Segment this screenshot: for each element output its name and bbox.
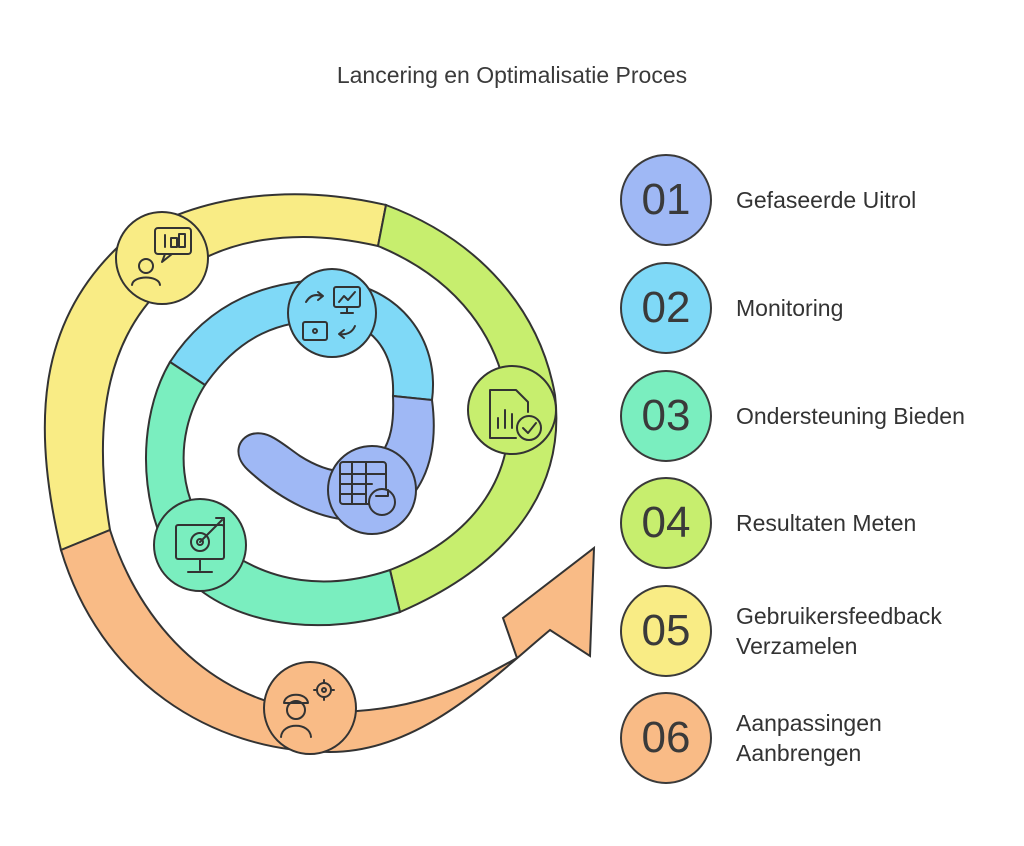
- monitoring-icon: [287, 268, 377, 358]
- step-number-badge: 03: [620, 370, 712, 462]
- step-number-badge: 01: [620, 154, 712, 246]
- step-label: Gefaseerde Uitrol: [736, 187, 917, 213]
- step-label: Resultaten Meten: [736, 510, 917, 536]
- step-resultaten-meten: 04 Resultaten Meten: [620, 477, 1020, 573]
- step-number-badge: 05: [620, 585, 712, 677]
- step-gefaseerde-uitrol: 01 Gefaseerde Uitrol: [620, 154, 1020, 250]
- segment-adjustments: [59, 528, 596, 754]
- spreadsheet-refresh-icon: [327, 445, 417, 535]
- step-label: Gebruikersfeedback Verzamelen: [736, 603, 942, 659]
- step-number-badge: 04: [620, 477, 712, 569]
- target-screen-icon: [153, 498, 247, 592]
- step-label: Monitoring: [736, 295, 844, 321]
- step-aanpassingen: 06 Aanpassingen Aanbrengen: [620, 692, 1020, 788]
- worker-gear-icon: [263, 661, 357, 755]
- step-number-badge: 06: [620, 692, 712, 784]
- step-ondersteuning-bieden: 03 Ondersteuning Bieden: [620, 370, 1020, 466]
- step-label: Ondersteuning Bieden: [736, 403, 965, 429]
- step-label: Aanpassingen Aanbrengen: [736, 710, 882, 766]
- step-monitoring: 02 Monitoring: [620, 262, 1020, 358]
- step-gebruikersfeedback: 05 Gebruikersfeedback Verzamelen: [620, 585, 1020, 681]
- report-check-icon: [467, 365, 557, 455]
- step-number-badge: 02: [620, 262, 712, 354]
- feedback-user-icon: [115, 211, 209, 305]
- page-title: Lancering en Optimalisatie Proces: [336, 62, 688, 88]
